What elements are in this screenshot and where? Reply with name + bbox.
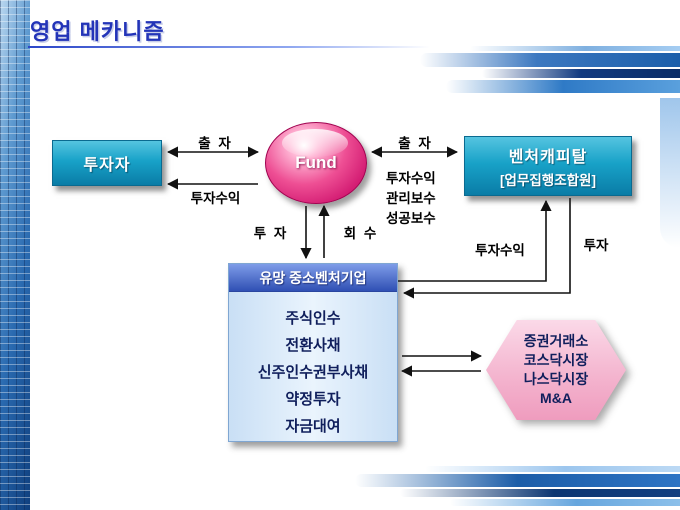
decoration-bar (482, 69, 680, 78)
sme-header: 유망 중소벤처기업 (229, 264, 397, 292)
label-sme-vc-return: 투자수익 (475, 243, 525, 258)
investor-box: 투자자 (52, 140, 162, 186)
fee-line: 관리보수 (386, 191, 436, 206)
decoration-bar (355, 474, 680, 487)
sme-item: 전환사채 (285, 337, 341, 354)
slide-title: 영업 메카니즘 (30, 19, 165, 44)
decoration-bar (450, 499, 680, 506)
label-investment-return-left: 투자수익 (190, 191, 241, 206)
decoration-bar (400, 489, 680, 497)
fund-label: Fund (295, 153, 337, 172)
fund-vc-fees: 투자수익 관리보수 성공보수 (386, 169, 436, 229)
venture-capital-subtitle: [업무집행조합원] (500, 173, 596, 188)
title-underline (28, 46, 430, 48)
venture-capital-box: 벤처캐피탈 [업무집행조합원] (464, 136, 632, 196)
exit-market-item: 나스닥시장 (523, 371, 589, 387)
fund-ellipse: Fund (265, 122, 367, 204)
decoration-bar (425, 466, 680, 472)
decoration-bar (420, 53, 680, 67)
sme-item: 약정투자 (285, 391, 341, 408)
exit-market-item: 코스닥시장 (523, 352, 589, 368)
fee-line: 성공보수 (386, 211, 436, 226)
decoration-bar (446, 80, 680, 93)
fee-line: 투자수익 (386, 171, 436, 186)
label-recover-up: 회 수 (343, 226, 379, 241)
exit-market-hexagon: 증권거래소 코스닥시장 나스닥시장 M&A (486, 320, 626, 420)
sme-item: 신주인수권부사채 (257, 364, 369, 381)
label-vc-sme-invest: 투자 (583, 238, 609, 253)
right-edge-decoration (660, 98, 680, 248)
sme-item: 자금대여 (285, 418, 341, 435)
sme-item: 주식인수 (285, 310, 341, 327)
label-contribution-right: 출 자 (398, 136, 433, 151)
sme-item-list: 주식인수 전환사채 신주인수권부사채 약정투자 자금대여 (229, 292, 397, 441)
decoration-bar (470, 46, 680, 51)
sme-box: 유망 중소벤처기업 주식인수 전환사채 신주인수권부사채 약정투자 자금대여 (228, 263, 398, 442)
exit-market-item: 증권거래소 (523, 333, 589, 349)
label-invest-down: 투 자 (253, 226, 289, 241)
venture-capital-name: 벤처캐피탈 (508, 149, 588, 166)
exit-market-item: M&A (540, 390, 572, 406)
bottom-right-decoration (355, 466, 680, 508)
label-contribution-left: 출 자 (198, 136, 233, 151)
exit-market-shape: 증권거래소 코스닥시장 나스닥시장 M&A (486, 320, 626, 420)
investor-label: 투자자 (83, 157, 131, 174)
building-photo-strip (0, 0, 30, 510)
top-right-decoration (420, 46, 680, 98)
